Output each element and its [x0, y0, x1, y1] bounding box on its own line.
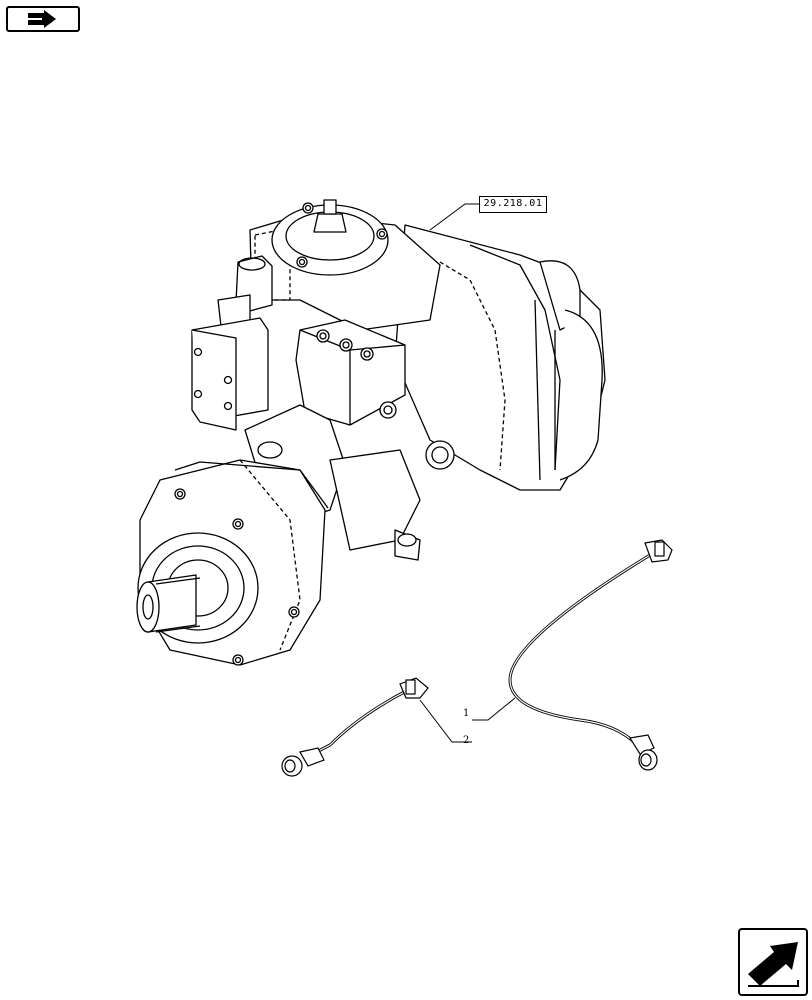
- sensor-harness-short: [281, 677, 429, 777]
- next-page-arrow-icon: [748, 942, 799, 987]
- back-arrow-icon: [28, 10, 56, 28]
- callout-2: 2: [463, 735, 470, 746]
- reference-box[interactable]: 29.218.01: [479, 196, 547, 213]
- callout-1: 1: [463, 708, 470, 719]
- sensor-harness-long: [508, 539, 673, 771]
- previous-page-button[interactable]: [6, 6, 80, 32]
- next-page-button[interactable]: [738, 928, 808, 996]
